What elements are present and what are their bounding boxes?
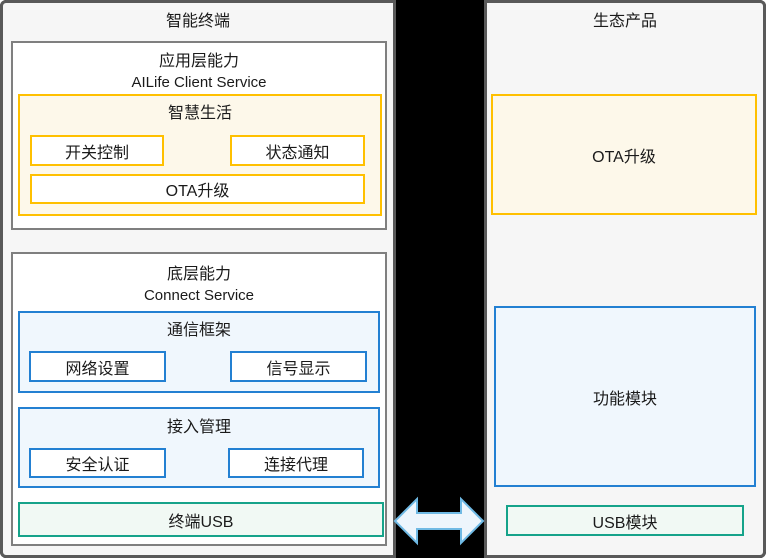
app-layer-subtitle: AILife Client Service xyxy=(131,74,267,91)
security-auth-box: 安全认证 xyxy=(29,448,166,478)
terminal-usb-box: 终端USB xyxy=(18,502,384,537)
eco-product-title: 生态产品 xyxy=(592,13,657,30)
smart-life-box: 智慧生活 开关控制 状态通知 OTA升级 xyxy=(18,94,382,216)
status-notify-box: 状态通知 xyxy=(230,135,365,166)
smart-terminal-title: 智能终端 xyxy=(165,13,230,30)
access-mgmt-title: 接入管理 xyxy=(166,419,231,436)
switch-control-box: 开关控制 xyxy=(30,135,164,166)
function-module-box: 功能模块 xyxy=(494,306,756,487)
usb-module-box: USB模块 xyxy=(506,505,744,536)
bidirectional-arrow-icon xyxy=(393,496,485,546)
connect-agent-box: 连接代理 xyxy=(228,448,364,478)
access-mgmt-box: 接入管理 安全认证 连接代理 xyxy=(18,407,380,488)
app-layer-box: 应用层能力 AILife Client Service 智慧生活 开关控制 状态… xyxy=(11,41,387,230)
ota-upgrade-box-right: OTA升级 xyxy=(491,94,757,215)
smart-life-title: 智慧生活 xyxy=(167,105,232,122)
base-layer-title: 底层能力 xyxy=(166,266,231,283)
ota-upgrade-box-left: OTA升级 xyxy=(30,174,365,204)
base-layer-subtitle: Connect Service xyxy=(143,287,255,304)
eco-product-panel: 生态产品 OTA升级 功能模块 USB模块 xyxy=(484,0,766,558)
network-settings-box: 网络设置 xyxy=(29,351,166,382)
comm-framework-box: 通信框架 网络设置 信号显示 xyxy=(18,311,380,393)
app-layer-title: 应用层能力 xyxy=(158,53,239,70)
comm-framework-title: 通信框架 xyxy=(166,322,231,339)
base-layer-box: 底层能力 Connect Service 通信框架 网络设置 信号显示 接入管理… xyxy=(11,252,387,546)
smart-terminal-panel: 智能终端 应用层能力 AILife Client Service 智慧生活 开关… xyxy=(0,0,396,558)
signal-display-box: 信号显示 xyxy=(230,351,367,382)
